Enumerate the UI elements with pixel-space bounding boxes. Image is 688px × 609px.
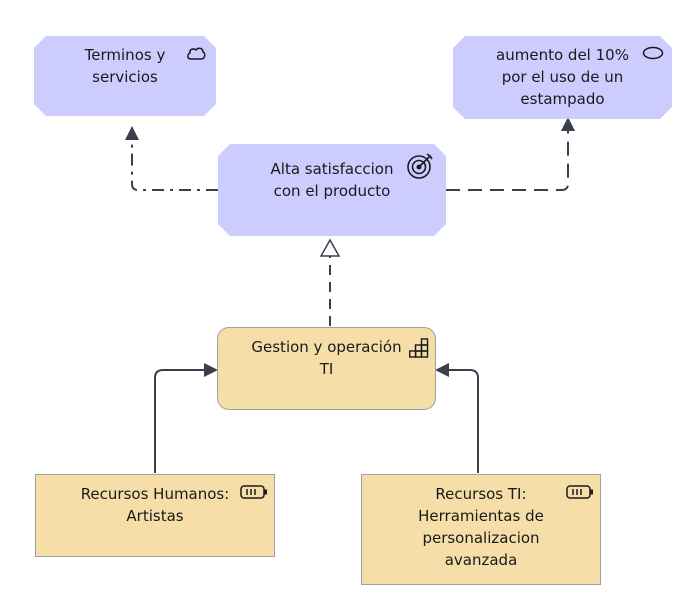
value-ellipse-icon [642, 46, 664, 60]
node-gestion-operacion[interactable]: Gestion y operación TI [217, 327, 436, 410]
node-gestion-label: Gestion y operación TI [251, 338, 402, 378]
node-terminos-label: Terminos y servicios [84, 46, 166, 86]
resource-battery-icon [240, 485, 267, 499]
node-alta-label: Alta satisfaccion con el producto [270, 160, 394, 200]
meaning-cloud-icon [186, 46, 206, 62]
node-aumento-label: aumento del 10% por el uso de un estampa… [496, 46, 629, 108]
assignment-rrhh-to-gestion [154, 363, 218, 473]
node-aumento[interactable]: aumento del 10% por el uso de un estampa… [453, 36, 672, 119]
capability-icon [409, 338, 429, 358]
node-recursos-humanos[interactable]: Recursos Humanos: Artistas [35, 474, 275, 557]
node-alta-satisfaccion[interactable]: Alta satisfaccion con el producto [218, 144, 446, 236]
goal-target-icon [406, 152, 434, 180]
resource-battery-icon [566, 485, 593, 499]
assignment-rti-to-gestion [435, 363, 479, 473]
node-rrhh-label: Recursos Humanos: Artistas [80, 485, 230, 525]
influence-alta-to-terminos [125, 126, 218, 191]
node-rti-label: Recursos TI: Herramientas de personaliza… [418, 485, 544, 569]
influence-alta-to-aumento [446, 117, 575, 191]
node-terminos-servicios[interactable]: Terminos y servicios [34, 36, 216, 116]
node-recursos-ti[interactable]: Recursos TI: Herramientas de personaliza… [361, 474, 601, 585]
